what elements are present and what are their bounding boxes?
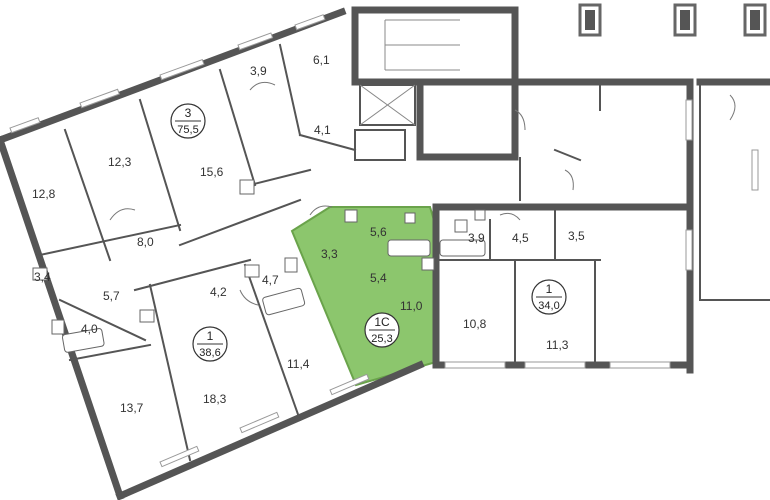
sink-icon [51,319,65,335]
toilet-icon [284,257,298,273]
toilet-icon [454,219,468,233]
bathtub-icon [262,287,306,316]
apartment-number: 1 [546,282,553,296]
room-area: 3,9 [468,231,485,245]
room-area: 4,0 [81,322,98,336]
sink-icon [239,179,255,195]
bathroom-fixtures [32,179,486,353]
room-area: 8,0 [137,235,154,249]
apartment-1c-highlight[interactable] [290,206,437,387]
apartment-marker-1c[interactable]: 1С 25,3 [364,312,400,348]
sink-icon [244,264,260,278]
room-area: 3,5 [568,229,585,243]
windows-right-block [444,99,759,369]
sink-icon [32,267,48,281]
apartment-area: 25,3 [371,333,392,345]
room-area: 15,6 [200,165,224,179]
bathtub-icon [387,239,431,257]
room-area: 10,8 [463,317,487,331]
room-area: 11,0 [400,299,423,313]
apartment-area: 38,6 [199,347,220,359]
sink-icon [421,257,435,271]
apartment-area: 34,0 [538,300,559,312]
apartment-marker-1-left[interactable]: 1 38,6 [192,326,228,362]
room-area: 4,7 [262,273,279,287]
room-area: 18,3 [203,392,227,406]
apartment-marker-3[interactable]: 3 75,5 [170,103,206,139]
room-area: 3,3 [321,247,338,261]
room-area: 5,6 [370,225,387,239]
sink-icon [474,209,486,221]
room-area: 11,3 [546,338,569,352]
room-area: 12,8 [32,187,56,201]
apartment-area: 75,5 [177,124,198,136]
apartment-number: 1С [374,315,390,329]
walls-left-wing [0,7,425,500]
room-area: 3,4 [34,270,51,284]
apartment-number: 1 [207,329,214,343]
apartment-number: 3 [185,106,192,120]
room-area: 5,4 [370,271,387,285]
windows-left-wing [9,14,370,468]
room-area: 4,5 [512,231,529,245]
sink-icon [404,212,416,224]
toilet-icon [344,209,358,223]
room-area: 4,2 [210,285,227,299]
room-area: 3,9 [250,64,267,78]
room-labels: 6,1 3,9 12,3 15,6 4,1 12,8 8,0 3,4 5,7 4… [32,53,585,415]
bathtub-icon [61,328,105,353]
columns-top-right [578,3,767,37]
doors [109,81,736,306]
room-area: 13,7 [120,401,144,415]
bathtub-icon [439,239,486,257]
room-area: 11,4 [287,357,310,371]
sink-icon [139,309,155,323]
room-area: 4,1 [314,123,331,137]
room-area: 12,3 [108,155,132,169]
room-area: 5,7 [103,289,120,303]
apartment-marker-1-right[interactable]: 1 34,0 [531,279,567,315]
room-area: 6,1 [313,53,330,67]
stair-core [351,6,519,161]
